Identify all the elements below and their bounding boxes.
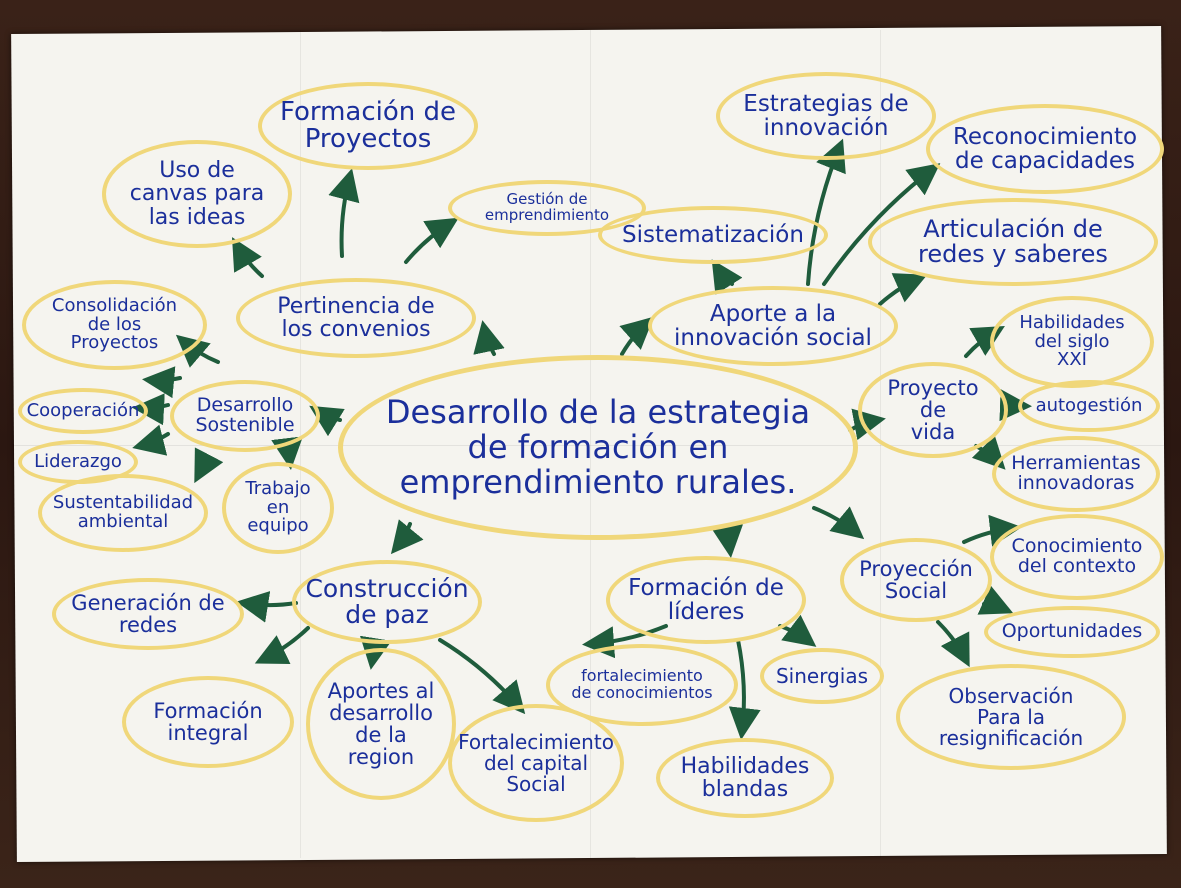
oportunidades-node: Oportunidades [984, 606, 1160, 658]
connector-arrow [822, 163, 941, 286]
connector-arrow [142, 366, 182, 399]
connector-arrow [438, 638, 526, 715]
sustentabilidad-ambiental-node: Sustentabilidad ambiental [38, 474, 208, 552]
reconocimiento-capacidades-node: Reconocimiento de capacidades [926, 104, 1164, 194]
estrategias-innovacion-node: Estrategias de innovación [716, 72, 936, 160]
connector-arrow [231, 237, 264, 278]
connector-arrow [390, 519, 424, 555]
sinergias-node: Sinergias [760, 648, 884, 704]
proyeccion-social-node: Proyección Social [840, 538, 992, 622]
desarrollo-sostenible-node: Desarrollo Sostenible [170, 380, 320, 452]
proyecto-vida-node: Proyecto de vida [858, 362, 1008, 458]
cooperacion-node: Cooperación [18, 388, 148, 434]
uso-canvas-node: Uso de canvas para las ideas [102, 140, 292, 248]
autogestion-node: autogestión [1018, 380, 1160, 432]
connector-arrow [404, 217, 459, 264]
aporte-innovacion-social-node: Aporte a la innovación social [648, 286, 898, 366]
observacion-node: Observación Para la resignificación [896, 664, 1126, 770]
aportes-region-node: Aportes al desarrollo de la region [306, 648, 456, 800]
articulacion-redes-node: Articulación de redes y saberes [868, 198, 1158, 286]
conocimiento-contexto-node: Conocimiento del contexto [990, 514, 1164, 600]
connector-arrow [236, 590, 298, 623]
herramientas-innovadoras-node: Herramientas innovadoras [992, 436, 1160, 512]
habilidades-blandas-node: Habilidades blandas [656, 738, 834, 818]
connector-arrow [254, 626, 310, 664]
connector-arrow [728, 638, 761, 740]
connector-arrow [878, 273, 928, 306]
connector-arrow [711, 259, 743, 295]
gestion-emprendimiento-node: Gestión de emprendimiento [448, 180, 646, 236]
formacion-integral-node: Formación integral [122, 676, 294, 768]
formacion-proyectos-node: Formación de Proyectos [258, 82, 478, 170]
connector-arrow [132, 424, 170, 456]
connector-arrow [812, 506, 865, 540]
connector-arrow [271, 436, 304, 470]
fortalecimiento-conocimientos-node: fortalecimiento de conocimientos [546, 644, 738, 726]
connector-arrow [473, 320, 505, 356]
fortalecimiento-capital-node: Fortalecimiento del capital Social [448, 704, 624, 822]
pertinencia-convenios-node: Pertinencia de los convenios [236, 278, 476, 358]
central-topic-node: Desarrollo de la estrategia de formación… [338, 355, 858, 540]
connector-arrow [711, 524, 744, 558]
sistematizacion-node: Sistematización [598, 206, 828, 264]
construccion-paz-node: Construcción de paz [292, 560, 482, 644]
formacion-lideres-node: Formación de líderes [606, 556, 806, 644]
connector-arrow [619, 316, 654, 356]
habilidades-siglo-node: Habilidades del siglo XXI [990, 296, 1154, 388]
connector-arrow [977, 585, 1014, 615]
connector-arrow [328, 168, 360, 258]
connector-arrow [778, 614, 817, 647]
connector-arrow [936, 620, 970, 668]
trabajo-equipo-node: Trabajo en equipo [222, 462, 334, 554]
connector-arrow [806, 138, 846, 286]
generacion-redes-node: Generación de redes [52, 578, 244, 650]
consolidacion-proyectos-node: Consolidación de los Proyectos [22, 280, 207, 370]
connector-arrow [194, 447, 224, 484]
